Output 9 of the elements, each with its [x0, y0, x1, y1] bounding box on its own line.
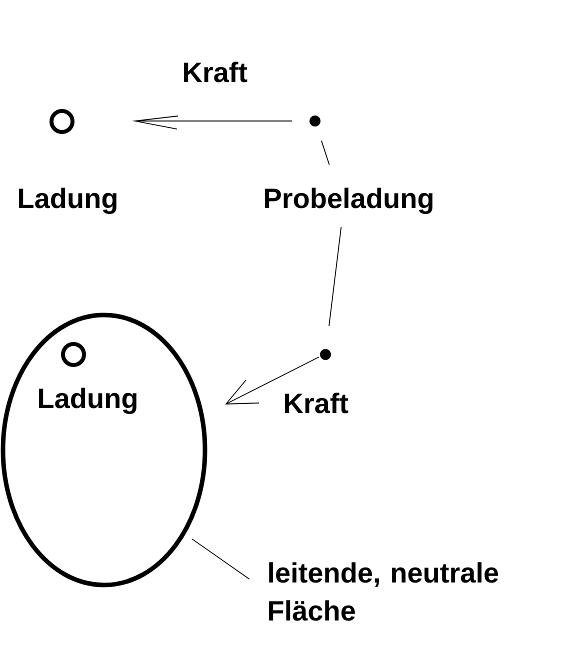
ellipse: [0, 312, 208, 588]
leader-line: [192, 538, 250, 580]
label: Probeladung: [265, 188, 432, 214]
dot: [310, 116, 320, 126]
label: Ladung: [39, 388, 136, 414]
dot: [320, 349, 331, 360]
label: leitende, neutrale Fläche: [269, 562, 498, 621]
leader-line: [328, 226, 342, 326]
leader-line: [320, 140, 330, 166]
